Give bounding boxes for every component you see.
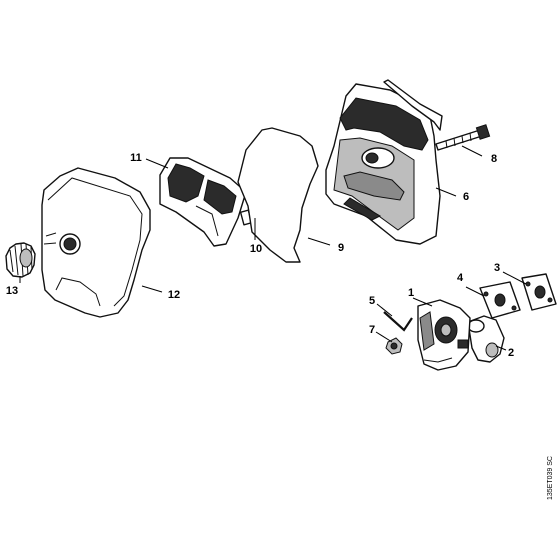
callout-13: 13 <box>6 285 18 297</box>
part-12-cover <box>41 167 151 318</box>
callout-labels: 1 2 3 4 5 6 7 8 9 10 11 12 13 <box>6 152 514 359</box>
part-6-shroud <box>325 79 443 245</box>
part-3-gasket <box>521 273 557 311</box>
callout-10: 10 <box>250 243 262 255</box>
callout-7: 7 <box>369 324 375 336</box>
drawing-code: 135ET039 SC <box>547 456 554 500</box>
callout-2: 2 <box>508 347 514 359</box>
callout-6: 6 <box>463 191 469 203</box>
part-7-nut <box>385 337 403 355</box>
callout-3: 3 <box>494 262 500 274</box>
part-2-manifold <box>467 315 505 363</box>
callout-9: 9 <box>338 242 344 254</box>
part-11-air-filter <box>159 157 247 247</box>
callout-4: 4 <box>457 272 464 284</box>
part-8-screw <box>435 124 491 151</box>
callout-1: 1 <box>408 287 414 299</box>
part-5-wrench <box>383 311 413 332</box>
callout-12: 12 <box>168 289 180 301</box>
part-1-carburetor <box>417 299 471 371</box>
part-4-gasket <box>479 281 521 319</box>
part-9-baffle <box>237 127 319 263</box>
callout-8: 8 <box>491 153 497 165</box>
callout-5: 5 <box>369 295 375 307</box>
part-13-knob <box>5 242 36 278</box>
leader-lines <box>19 145 527 351</box>
callout-11: 11 <box>130 152 142 164</box>
